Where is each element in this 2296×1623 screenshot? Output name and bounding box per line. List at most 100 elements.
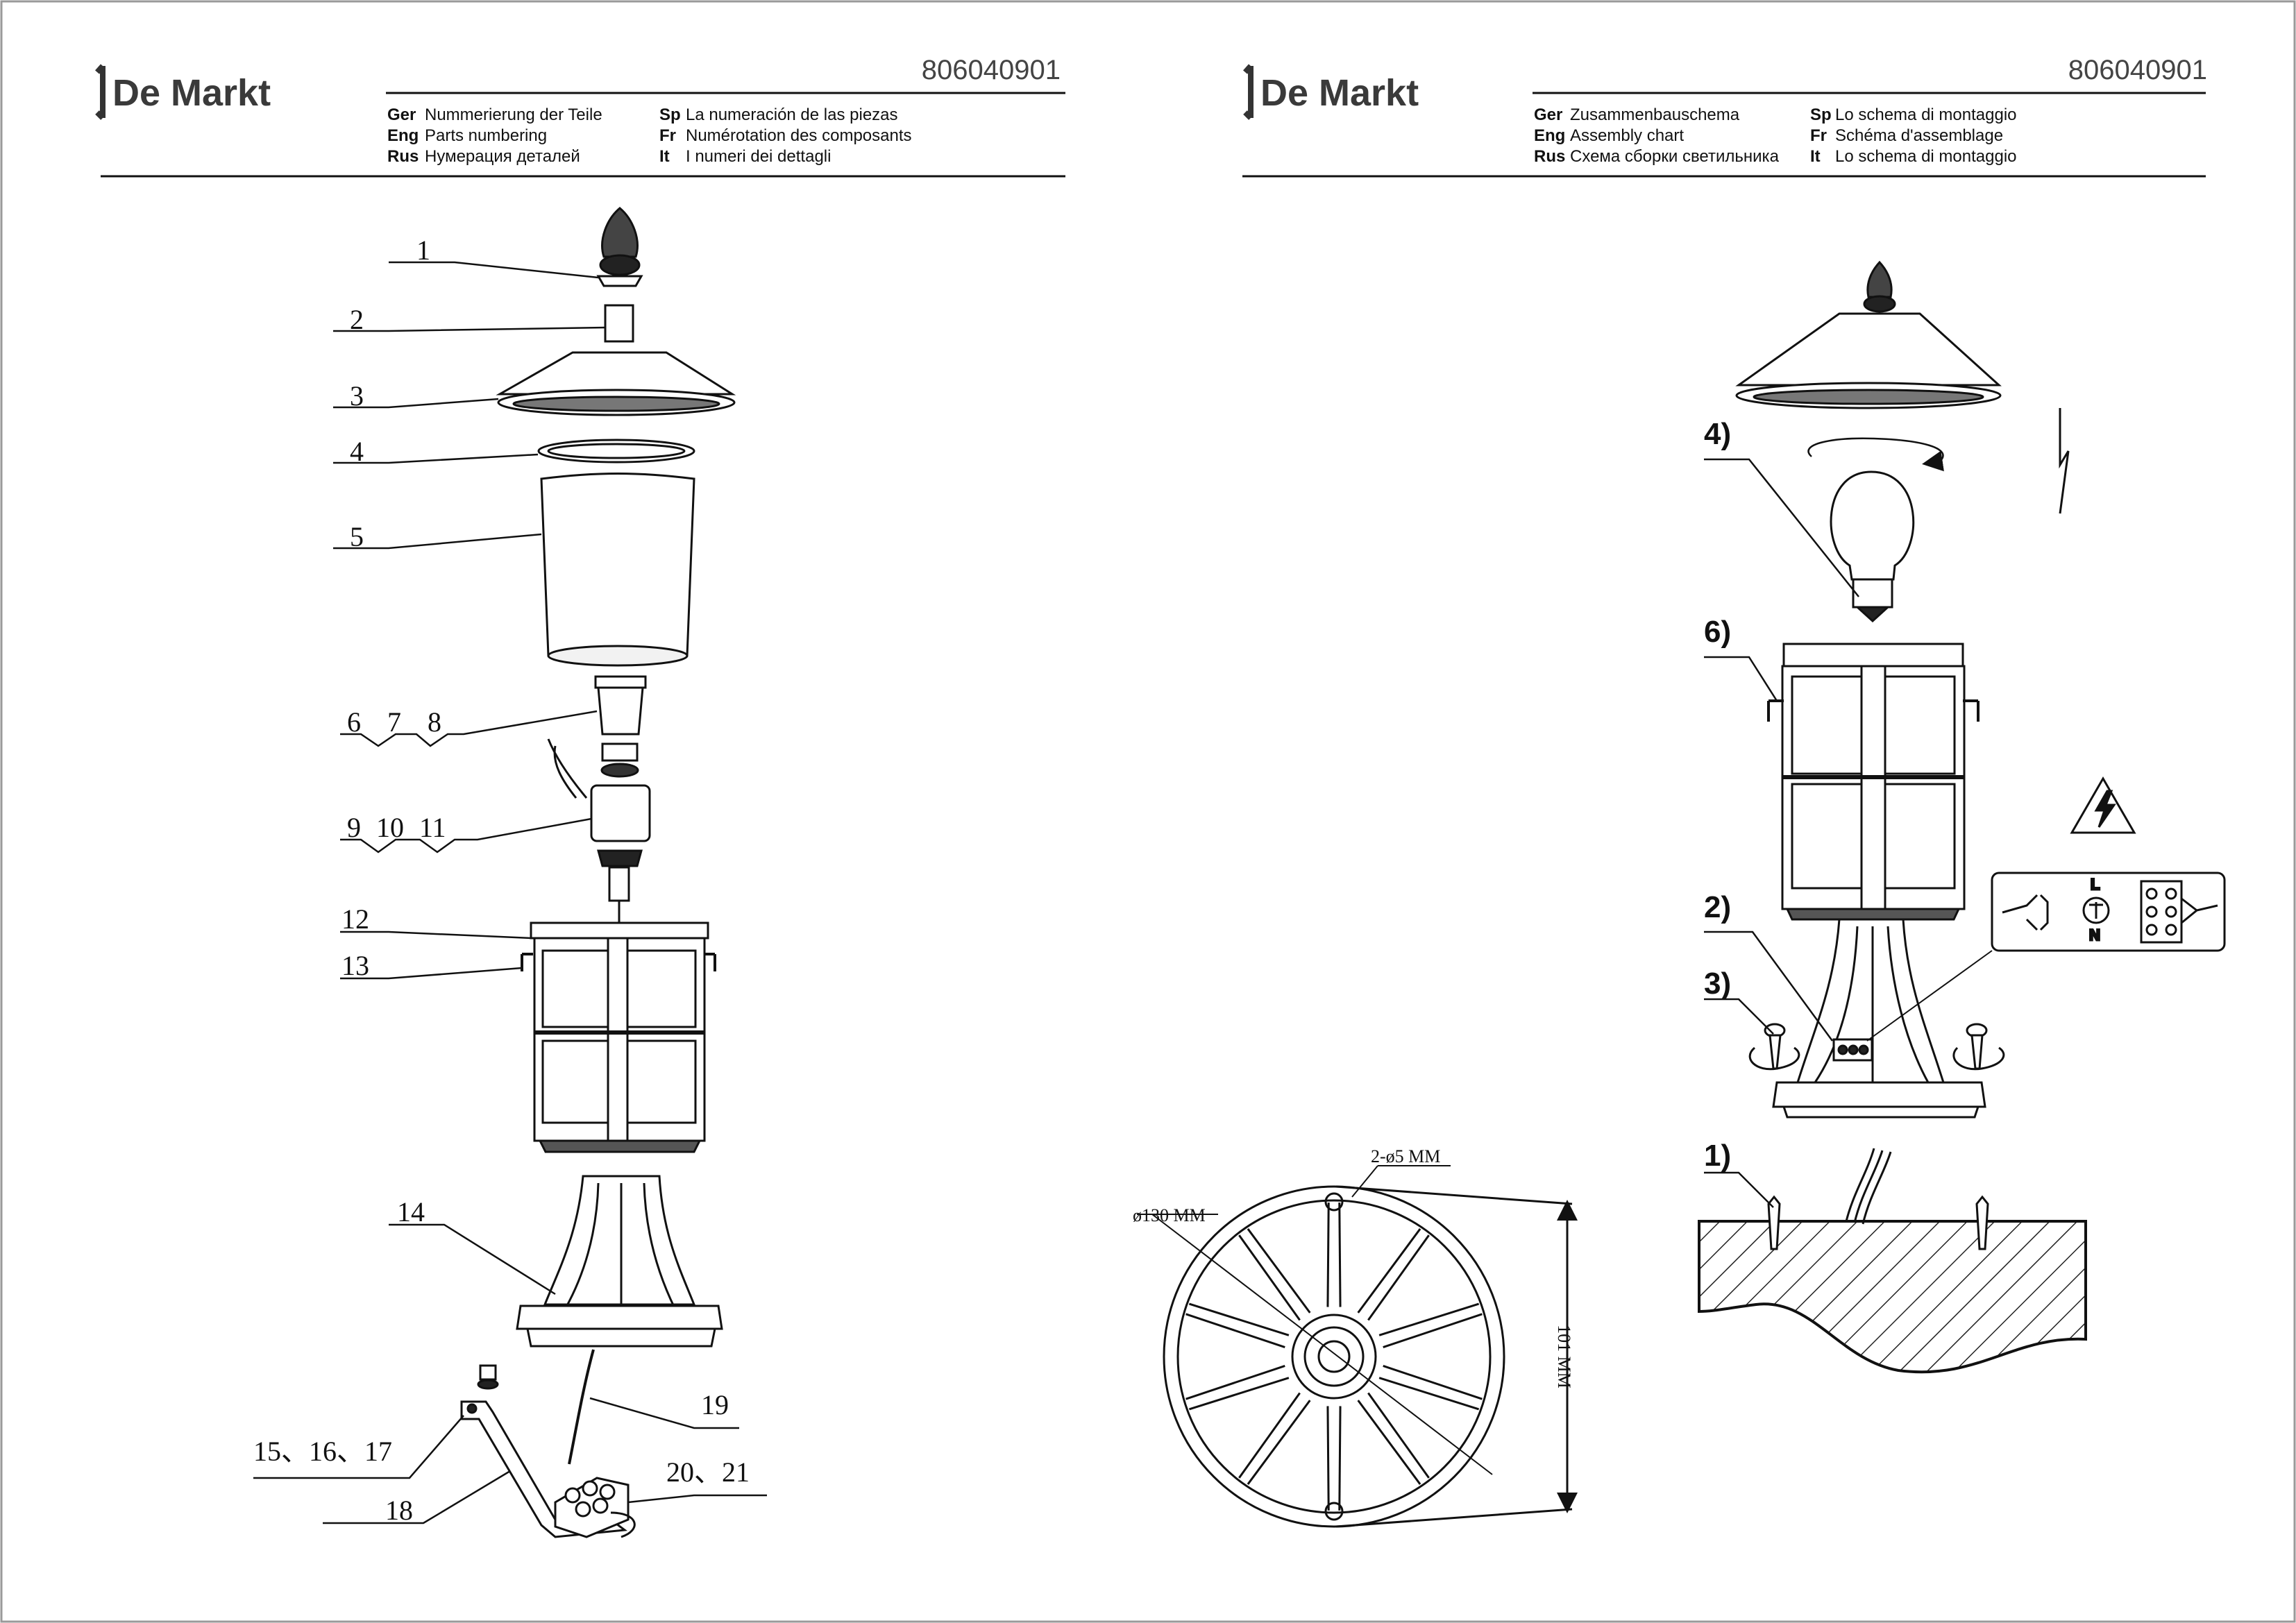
base-spoke <box>1357 1400 1421 1485</box>
title-text: Схема сборки светильника <box>1570 147 1780 166</box>
mounting-bracket <box>460 1364 627 1538</box>
base-plan-view <box>1137 1165 1578 1528</box>
step-labels: 4) 6) 2) 3) 1) <box>1704 417 1731 1173</box>
part-labels: 1 2 3 4 5 6 7 8 9 10 11 12 13 14 15、16、1… <box>253 235 750 1526</box>
title-text: Numérotation des composants <box>686 126 912 145</box>
title-text: Assembly chart <box>1570 126 1684 145</box>
part-label-20-21: 20、21 <box>666 1456 750 1488</box>
base-spoke <box>1367 1392 1430 1479</box>
title-text: Lo schema di montaggio <box>1835 147 2017 166</box>
title-text: I numeri dei dettagli <box>686 147 831 166</box>
title-lang: Ger <box>387 105 416 124</box>
title-lang: Eng <box>1534 126 1565 145</box>
base-spoke <box>1383 1313 1483 1348</box>
base-spoke <box>1238 1392 1301 1479</box>
part-label-13: 13 <box>341 950 369 981</box>
step-label-4: 4) <box>1704 417 1731 451</box>
part-label-5: 5 <box>350 521 364 552</box>
step-label-3: 3) <box>1704 967 1731 1001</box>
base-spoke <box>1247 1400 1311 1485</box>
lantern-assembled <box>1767 643 1980 921</box>
step-leader-lines <box>1704 458 1859 1208</box>
base-dimensions: 2-ø5 MM ø130 MM 101 MM <box>1133 1146 1574 1388</box>
title-lang: Sp <box>1810 105 1832 124</box>
part-leader-lines <box>253 261 767 1524</box>
pedestal-assembled <box>1772 918 1986 1119</box>
right-title-block: Ger Zusammenbauschema Eng Assembly chart… <box>1534 105 2017 166</box>
base-spoke <box>1188 1302 1290 1336</box>
part-label-9-10-11: 9 10 11 <box>347 812 446 843</box>
part-label-3: 3 <box>350 380 364 411</box>
product-code: 806040901 <box>922 55 1061 85</box>
part-label-2: 2 <box>350 304 364 335</box>
roof-part <box>496 351 736 416</box>
title-lang: Eng <box>387 126 419 145</box>
assembly-diagram: L N <box>1698 260 2226 1374</box>
step-label-6: 6) <box>1704 615 1731 649</box>
electric-hazard-icon <box>2070 776 2136 834</box>
brand-name: De Markt <box>1260 72 1419 114</box>
title-text: Nummerierung der Teile <box>425 105 602 124</box>
part-label-14: 14 <box>397 1196 425 1227</box>
part-label-18: 18 <box>385 1495 413 1526</box>
title-text: Lo schema di montaggio <box>1835 105 2017 124</box>
base-spoke <box>1185 1365 1285 1400</box>
base-spoke <box>1188 1377 1290 1411</box>
base-spoke <box>1247 1228 1311 1314</box>
brand-logo-left: De Markt <box>95 64 271 120</box>
gasket-ring <box>537 439 695 464</box>
base-spoke <box>1378 1377 1480 1411</box>
part-label-19: 19 <box>701 1389 729 1420</box>
terminal-neutral: N <box>2089 926 2100 944</box>
base-spoke <box>1378 1302 1480 1336</box>
title-text: La numeración de las piezas <box>686 105 898 124</box>
left-title-block: Ger Nummerierung der Teile Eng Parts num… <box>387 105 912 166</box>
wiring-inset <box>1991 872 2226 952</box>
part-label-4: 4 <box>350 436 364 467</box>
title-lang: Ger <box>1534 105 1562 124</box>
terminal-block <box>554 1477 636 1538</box>
lantern-body <box>521 921 716 1153</box>
sleeve-part <box>604 304 634 343</box>
terminal-live: L <box>2091 876 2100 893</box>
socket-housing <box>590 784 651 930</box>
title-lang: Fr <box>659 126 676 145</box>
dimension-diameter: ø130 MM <box>1133 1205 1206 1225</box>
right-header: De Markt 806040901 Ger Zusammenbauschema… <box>1242 55 2207 178</box>
product-code: 806040901 <box>2068 55 2207 85</box>
title-lang: It <box>659 147 670 166</box>
pedestal-base <box>516 1175 723 1348</box>
exploded-parts-diagram <box>253 207 767 1538</box>
base-spoke <box>1185 1313 1285 1348</box>
base-spoke <box>1357 1228 1421 1314</box>
finial-part <box>596 207 643 287</box>
title-lang: It <box>1810 147 1821 166</box>
step-label-2: 2) <box>1704 890 1731 924</box>
part-label-12: 12 <box>341 903 369 935</box>
dimension-height: 101 MM <box>1554 1325 1574 1388</box>
side-screw-right <box>1952 1023 2005 1071</box>
step-label-1: 1) <box>1704 1139 1731 1173</box>
title-text: Zusammenbauschema <box>1570 105 1740 124</box>
title-text: Parts numbering <box>425 126 547 145</box>
title-lang: Rus <box>387 147 419 166</box>
title-text: Нумерация деталей <box>425 147 580 166</box>
title-lang: Rus <box>1534 147 1565 166</box>
title-lang: Sp <box>659 105 681 124</box>
dimension-holes: 2-ø5 MM <box>1371 1146 1440 1166</box>
base-spoke <box>1383 1365 1483 1400</box>
base-spoke <box>1238 1234 1301 1321</box>
base-spoke <box>1367 1234 1430 1321</box>
mounting-surface <box>1698 1148 2087 1374</box>
light-bulb <box>1830 470 1915 623</box>
title-text: Schéma d'assemblage <box>1835 126 2003 145</box>
brand-name: De Markt <box>112 72 271 114</box>
diffuser-glass <box>540 473 695 667</box>
brand-logo-right: De Markt <box>1243 64 1419 120</box>
side-screw-left <box>1748 1023 1800 1071</box>
part-label-1: 1 <box>416 235 430 266</box>
part-label-6-7-8: 6 7 8 <box>347 706 441 738</box>
part-label-15-16-17: 15、16、17 <box>253 1436 392 1467</box>
title-lang: Fr <box>1810 126 1827 145</box>
